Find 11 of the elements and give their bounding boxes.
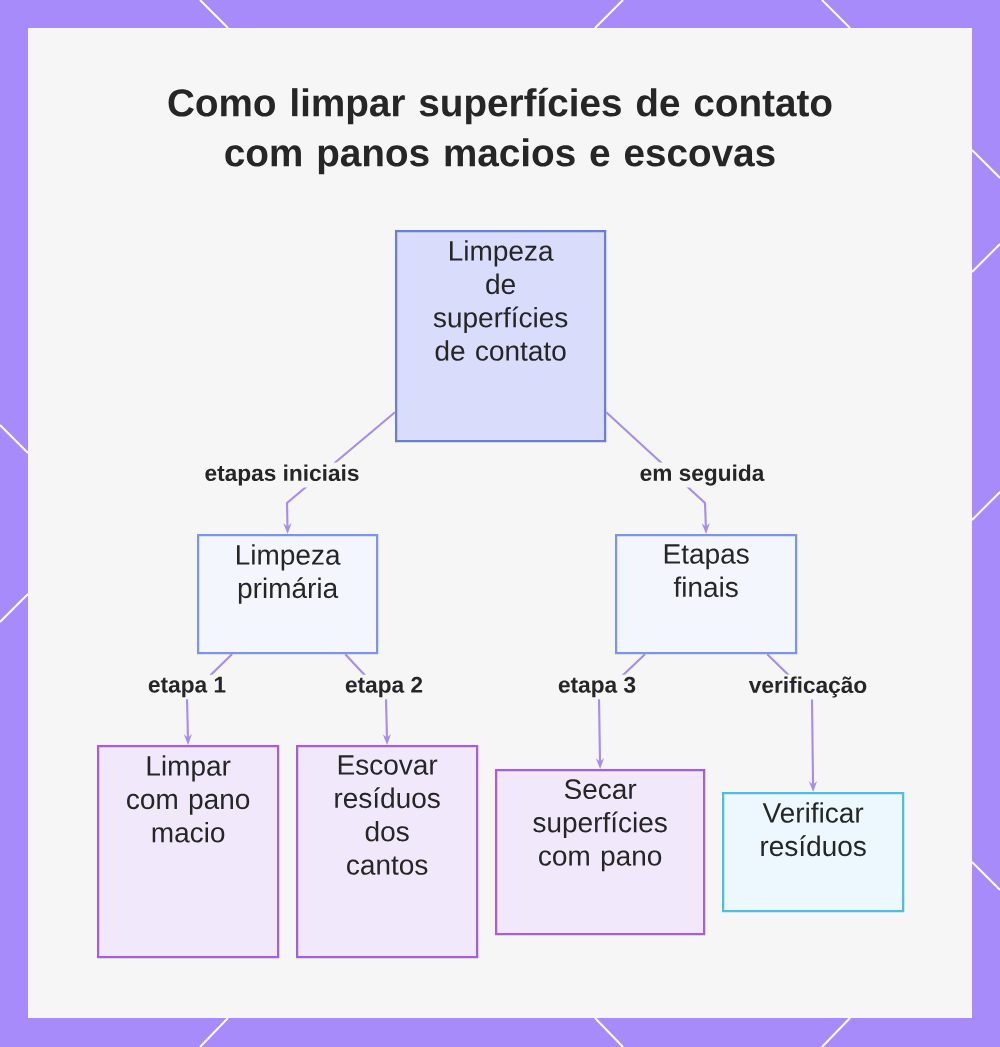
edge-label: etapas iniciais <box>202 462 362 488</box>
process-box: Etapas finais <box>615 534 798 655</box>
process-box: Escovar resíduos dos cantos <box>296 745 479 959</box>
process-box: Limpeza primária <box>197 534 379 655</box>
title: Como limpar superfícies de contato com panos macios e escovas <box>168 87 832 175</box>
edge-label: em seguida <box>637 462 767 488</box>
process-box: Limpeza de superfícies de contato <box>395 230 607 443</box>
edge-label: verificação <box>746 674 870 700</box>
process-box: Secar superfícies com pano <box>495 769 706 936</box>
process-box: Limpar com pano macio <box>97 745 280 959</box>
process-box: Verificar resíduos <box>722 792 905 913</box>
